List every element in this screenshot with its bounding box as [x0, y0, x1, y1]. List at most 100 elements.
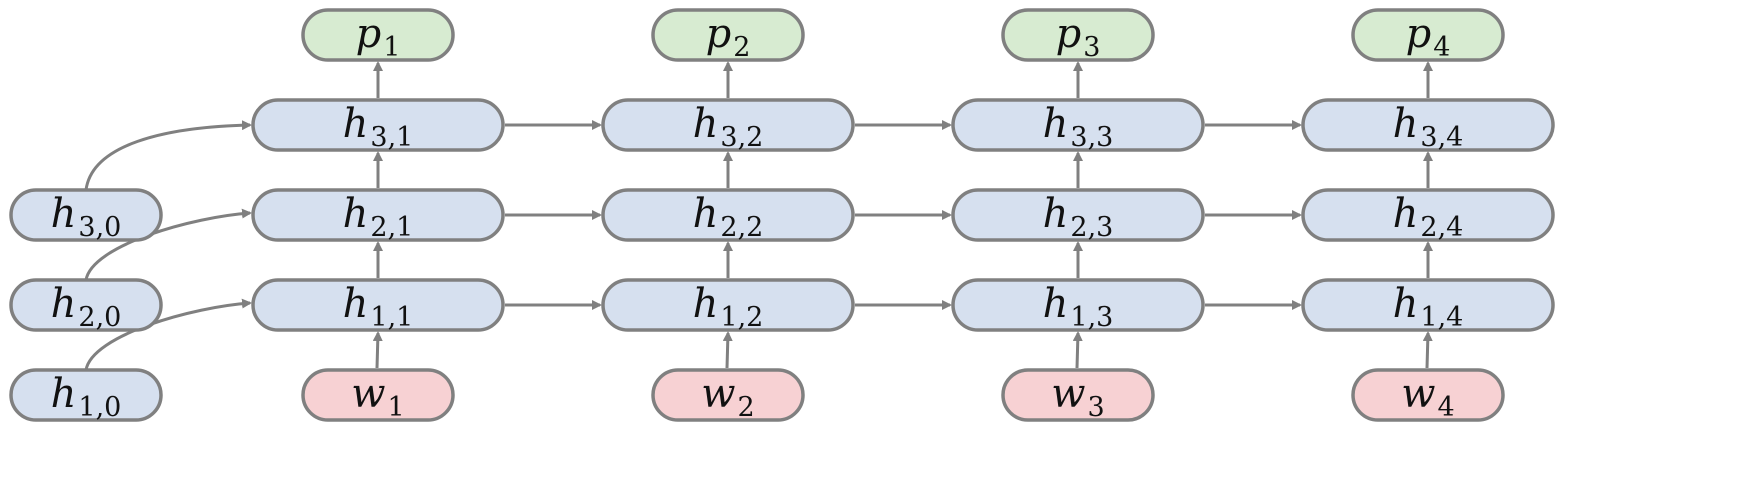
node-h-1-3-label: h1,3 — [1043, 281, 1114, 333]
node-h-1-2-label: h1,2 — [693, 281, 764, 333]
node-h-3-3-subscript: 3,3 — [1070, 122, 1113, 153]
node-w-4-label: w4 — [1401, 371, 1454, 423]
node-w-4: w4 — [1351, 368, 1505, 423]
node-w-3: w3 — [1001, 368, 1155, 423]
node-h-2-3-box — [951, 188, 1205, 242]
node-h-1-1-symbol: h — [343, 281, 369, 327]
node-p-2: p2 — [651, 8, 805, 63]
node-h-3-2-symbol: h — [693, 101, 719, 147]
node-h-2-2-subscript: 2,2 — [720, 212, 763, 243]
node-h-2-0: h2,0 — [9, 278, 163, 333]
node-p-4-subscript: 4 — [1433, 32, 1450, 63]
node-p-1-box — [301, 8, 455, 62]
node-w-2: w2 — [651, 368, 805, 423]
node-h-2-1-box — [251, 188, 505, 242]
node-w-4-symbol: w — [1401, 371, 1435, 417]
node-w-3-box — [1001, 368, 1155, 422]
node-w-2-box — [651, 368, 805, 422]
node-h-2-3: h2,3 — [951, 188, 1205, 243]
node-w-3-subscript: 3 — [1088, 392, 1105, 423]
node-h-1-3-box — [951, 278, 1205, 332]
node-h-3-0: h3,0 — [9, 188, 163, 243]
node-p-1-subscript: 1 — [383, 32, 400, 63]
edge-input-t1 — [372, 331, 383, 369]
node-w-1-label: w1 — [351, 371, 404, 423]
node-h-2-1: h2,1 — [251, 188, 505, 243]
node-h-2-0-label: h2,0 — [51, 281, 122, 333]
node-h-1-0-subscript: 1,0 — [78, 392, 121, 423]
node-h-1-1: h1,1 — [251, 278, 505, 333]
node-p-2-label: p2 — [706, 11, 751, 63]
node-h-2-4: h2,4 — [1301, 188, 1555, 243]
node-h-1-3-subscript: 1,3 — [1070, 302, 1113, 333]
node-p-3-symbol: p — [1056, 11, 1082, 57]
node-h-1-4-symbol: h — [1393, 281, 1419, 327]
node-h-1-0-symbol: h — [51, 371, 77, 417]
node-h-3-1-label: h3,1 — [343, 101, 414, 153]
node-p-2-box — [651, 8, 805, 62]
node-h-1-4-label: h1,4 — [1393, 281, 1464, 333]
node-h-3-0-box — [9, 188, 163, 242]
node-h-1-4: h1,4 — [1301, 278, 1555, 333]
node-h-2-3-label: h2,3 — [1043, 191, 1114, 243]
edges — [84, 61, 1433, 371]
node-h-2-0-subscript: 2,0 — [78, 302, 121, 333]
node-h-1-0: h1,0 — [9, 368, 163, 423]
node-h-1-0-label: h1,0 — [51, 371, 122, 423]
edge-input-t2 — [722, 331, 733, 369]
node-h-2-4-subscript: 2,4 — [1420, 212, 1463, 243]
node-p-3-box — [1001, 8, 1155, 62]
node-h-1-4-box — [1301, 278, 1555, 332]
node-h-3-0-symbol: h — [51, 191, 77, 237]
node-h-1-3-symbol: h — [1043, 281, 1069, 327]
edge-input-t3 — [1072, 331, 1083, 369]
node-p-3: p3 — [1001, 8, 1155, 63]
node-h-1-2-symbol: h — [693, 281, 719, 327]
node-h-3-1-box — [251, 98, 505, 152]
node-h-2-2-symbol: h — [693, 191, 719, 237]
node-h-2-2-box — [601, 188, 855, 242]
node-p-3-subscript: 3 — [1083, 32, 1100, 63]
node-h-3-3-symbol: h — [1043, 101, 1069, 147]
node-h-1-3: h1,3 — [951, 278, 1205, 333]
node-w-1-subscript: 1 — [388, 392, 405, 423]
node-p-4-symbol: p — [1406, 11, 1432, 57]
node-w-4-box — [1351, 368, 1505, 422]
node-w-4-subscript: 4 — [1438, 392, 1455, 423]
node-h-3-1-symbol: h — [343, 101, 369, 147]
node-h-3-2-box — [601, 98, 855, 152]
node-h-2-3-subscript: 2,3 — [1070, 212, 1113, 243]
node-p-1-label: p1 — [356, 11, 401, 63]
node-h-2-3-symbol: h — [1043, 191, 1069, 237]
node-h-3-2-label: h3,2 — [693, 101, 764, 153]
node-p-4-label: p4 — [1406, 11, 1451, 63]
node-w-1-symbol: w — [351, 371, 385, 417]
node-w-2-symbol: w — [701, 371, 735, 417]
edge-input-t4 — [1422, 331, 1433, 369]
node-h-3-2-subscript: 3,2 — [720, 122, 763, 153]
node-h-2-1-subscript: 2,1 — [370, 212, 413, 243]
node-p-2-subscript: 2 — [733, 32, 750, 63]
node-h-1-2-box — [601, 278, 855, 332]
node-h-3-0-label: h3,0 — [51, 191, 122, 243]
node-h-2-1-symbol: h — [343, 191, 369, 237]
node-h-2-4-label: h2,4 — [1393, 191, 1464, 243]
node-h-2-0-symbol: h — [51, 281, 77, 327]
node-h-3-0-subscript: 3,0 — [78, 212, 121, 243]
node-h-1-1-label: h1,1 — [343, 281, 414, 333]
node-h-3-3-box — [951, 98, 1205, 152]
node-h-1-0-box — [9, 368, 163, 422]
node-h-3-2: h3,2 — [601, 98, 855, 153]
node-h-1-1-box — [251, 278, 505, 332]
node-w-3-label: w3 — [1051, 371, 1104, 423]
node-h-1-1-subscript: 1,1 — [370, 302, 413, 333]
node-h-2-1-label: h2,1 — [343, 191, 414, 243]
node-h-3-4-box — [1301, 98, 1555, 152]
node-p-4-box — [1351, 8, 1505, 62]
node-w-2-label: w2 — [701, 371, 754, 423]
node-h-1-4-subscript: 1,4 — [1420, 302, 1463, 333]
node-w-2-subscript: 2 — [738, 392, 755, 423]
node-h-2-2: h2,2 — [601, 188, 855, 243]
node-p-4: p4 — [1351, 8, 1505, 63]
